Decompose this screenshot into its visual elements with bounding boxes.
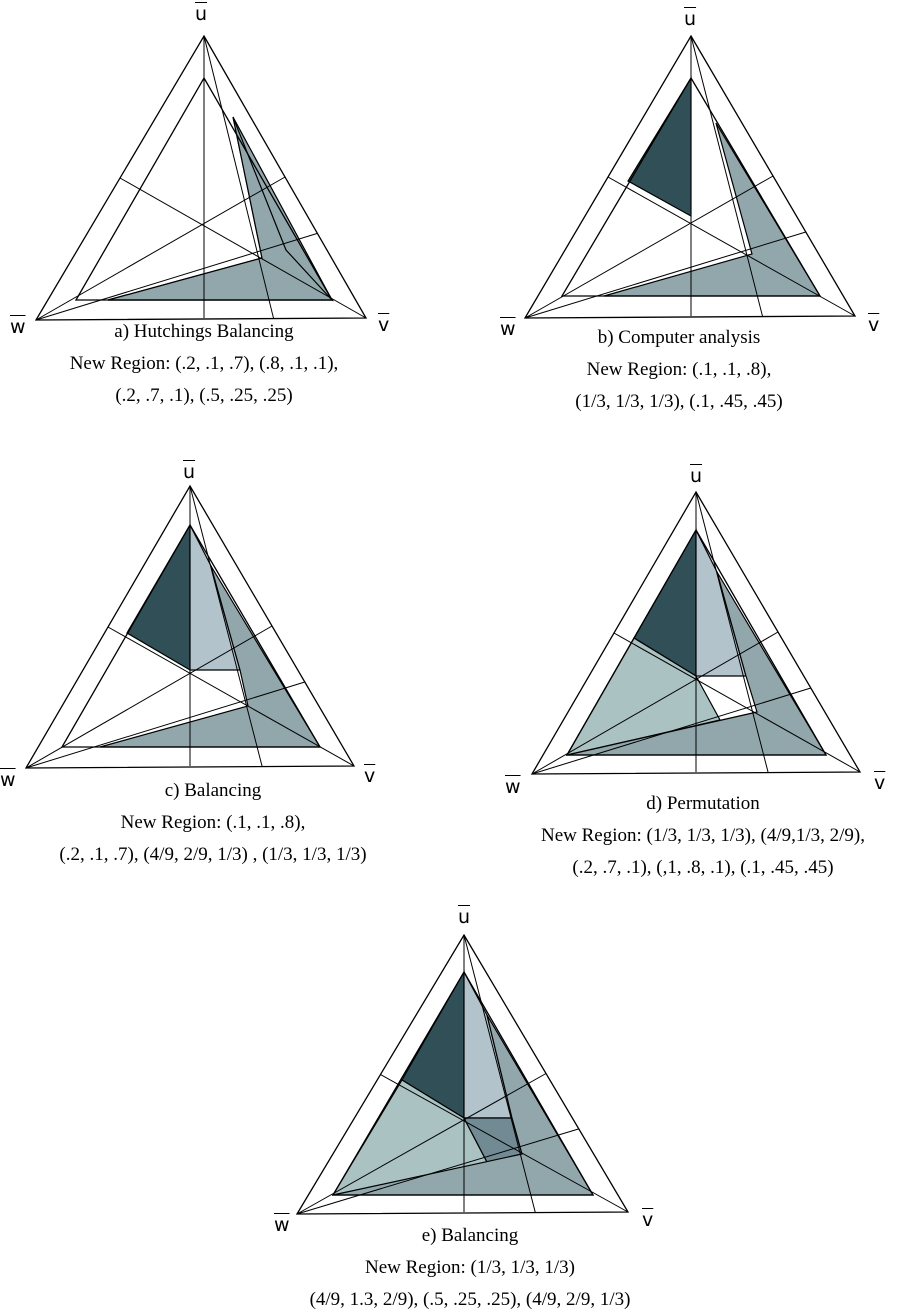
region-line: New Region: (.2, .1, .7), (.8, .1, .1), (69, 353, 339, 374)
cut-line-w (524, 231, 806, 319)
vertex-u-label: u (684, 8, 697, 30)
region-line: (.2, .7, .1), (,1, .8, .1), (.1, .45, .4… (572, 857, 834, 878)
vertex-u-label: u (690, 465, 703, 487)
cut-line-u (189, 485, 263, 767)
vertex-w-label: w (0, 769, 16, 791)
panel-title: a) Hutchings Balancing (114, 321, 294, 342)
median-w (531, 631, 779, 775)
median-w (524, 175, 774, 319)
median-w (296, 1073, 547, 1215)
panel-d-caption: d) Permutation New Region: (1/3, 1/3, 1/… (541, 788, 865, 884)
region-line: (1/3, 1/3, 1/3), (.1, .45, .45) (575, 391, 783, 412)
region-line: (.2, .1, .7), (4/9, 2/9, 1/3) , (1/3, 1/… (59, 844, 367, 865)
cut-line-w (25, 681, 305, 769)
median-v (613, 632, 861, 773)
vertex-u-label: u (183, 461, 196, 483)
median-v (119, 177, 367, 319)
panel-title: b) Computer analysis (597, 327, 761, 348)
region-line: (.2, .7, .1), (.5, .25, .25) (115, 385, 293, 406)
panel-title: e) Balancing (421, 1225, 519, 1246)
region-line: New Region: (.1, .1, .8), (586, 359, 772, 380)
median-v (107, 626, 355, 767)
panel-e-caption: e) Balancing New Region: (1/3, 1/3, 1/3)… (310, 1220, 631, 1316)
region-line: New Region: (1/3, 1/3, 1/3) (364, 1257, 576, 1278)
panel-title: d) Permutation (646, 793, 760, 814)
vertex-v-label: v (874, 772, 886, 794)
vertex-u-label: u (195, 3, 208, 25)
cut-line-u (695, 491, 769, 773)
vertex-w-label: w (274, 1214, 290, 1236)
vertex-u-label: u (458, 906, 471, 928)
median-v (380, 1074, 629, 1213)
vertex-v-label: v (868, 314, 880, 336)
vertex-w-label: w (505, 776, 521, 798)
median-w (35, 176, 286, 321)
median-w (25, 625, 273, 769)
cut-line-u (203, 35, 275, 319)
vertex-w-label: w (10, 316, 26, 338)
region-line: New Region: (1/3, 1/3, 1/3), (4/9,1/3, 2… (540, 825, 866, 846)
median-v (607, 176, 856, 317)
cut-line-u (463, 934, 536, 1213)
region-line: New Region: (.1, .1, .8), (120, 812, 306, 833)
vertex-v-label: v (364, 765, 376, 787)
vertex-w-label: w (500, 318, 516, 340)
cut-line-u (690, 35, 764, 317)
panel-a-caption: a) Hutchings Balancing New Region: (.2, … (70, 316, 339, 412)
panel-c-caption: c) Balancing New Region: (.1, .1, .8), (… (59, 775, 366, 871)
cut-line-w (531, 687, 811, 775)
panel-title: c) Balancing (164, 780, 262, 801)
cut-line-w (35, 232, 318, 321)
panel-b-caption: b) Computer analysis New Region: (.1, .1… (575, 322, 782, 418)
vertex-v-label: v (378, 314, 390, 336)
vertex-v-label: v (642, 1209, 654, 1231)
region-line: (4/9, 1.3, 2/9), (.5, .25, .25), (4/9, 2… (309, 1289, 631, 1310)
cut-line-w (296, 1128, 579, 1215)
